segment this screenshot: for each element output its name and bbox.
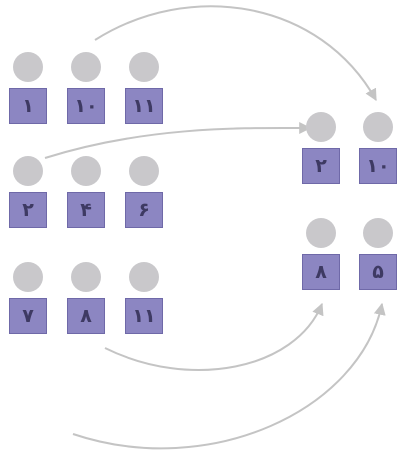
number-card: ۲	[9, 192, 47, 228]
person-right-r1-c1: ۲	[302, 112, 340, 184]
arrow-top	[94, 5, 377, 102]
person-left-r2-c3: ۶	[125, 156, 163, 228]
number-card: ۲	[302, 148, 340, 184]
head-icon	[71, 262, 101, 292]
head-icon	[306, 218, 336, 248]
head-icon	[306, 112, 336, 142]
head-icon	[13, 262, 43, 292]
arrow-bottom	[72, 302, 386, 450]
person-left-r3-c1: ۷	[9, 262, 47, 334]
head-icon	[71, 156, 101, 186]
person-right-r2-c1: ۸	[302, 218, 340, 290]
head-icon	[129, 52, 159, 82]
number-card: ۱۱	[125, 298, 163, 334]
head-icon	[129, 262, 159, 292]
number-card: ۴	[67, 192, 105, 228]
person-left-r3-c3: ۱۱	[125, 262, 163, 334]
number-card: ۷	[9, 298, 47, 334]
head-icon	[363, 218, 393, 248]
person-right-r2-c2: ۵	[359, 218, 397, 290]
person-left-r2-c2: ۴	[67, 156, 105, 228]
person-left-r1-c3: ۱۱	[125, 52, 163, 124]
head-icon	[71, 52, 101, 82]
number-card: ۵	[359, 254, 397, 290]
number-card: ۱۱	[125, 88, 163, 124]
head-icon	[129, 156, 159, 186]
person-left-r2-c1: ۲	[9, 156, 47, 228]
person-right-r1-c2: ۱۰	[359, 112, 397, 184]
person-left-r1-c2: ۱۰	[67, 52, 105, 124]
arrow-lower	[104, 302, 324, 372]
person-left-r3-c2: ۸	[67, 262, 105, 334]
number-card: ۸	[67, 298, 105, 334]
number-card: ۱۰	[67, 88, 105, 124]
number-card: ۶	[125, 192, 163, 228]
head-icon	[13, 52, 43, 82]
head-icon	[363, 112, 393, 142]
person-left-r1-c1: ۱	[9, 52, 47, 124]
number-card: ۸	[302, 254, 340, 290]
number-card: ۱۰	[359, 148, 397, 184]
arrow-middle	[44, 121, 312, 159]
number-card: ۱	[9, 88, 47, 124]
head-icon	[13, 156, 43, 186]
